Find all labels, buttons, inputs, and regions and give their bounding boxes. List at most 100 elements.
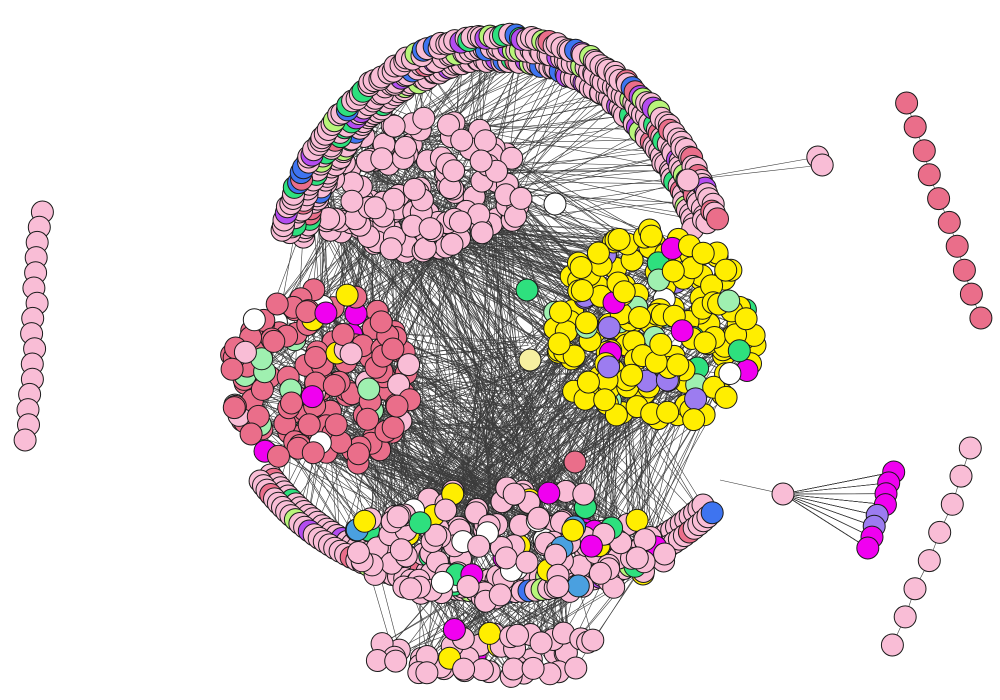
graph-edge (334, 385, 447, 504)
graph-node (912, 139, 936, 163)
graph-edge (782, 493, 868, 549)
graph-node (543, 192, 567, 216)
graph-edge (509, 83, 609, 194)
graph-node (501, 657, 525, 681)
graph-edge (260, 424, 369, 531)
graph-edge (356, 438, 509, 531)
graph-node (408, 511, 432, 535)
graph-node (397, 353, 421, 377)
graph-node (389, 538, 413, 562)
graph-node (546, 575, 570, 599)
graph-node (346, 541, 370, 564)
graph-edge (422, 250, 526, 448)
graph-node (386, 505, 410, 529)
graph-node (575, 311, 599, 335)
graph-edge (782, 482, 889, 495)
graph-node (544, 543, 568, 567)
graph-node (418, 217, 442, 241)
graph-node (340, 189, 364, 213)
graph-node (562, 344, 586, 368)
graph-node (324, 413, 348, 437)
graph-node (267, 444, 290, 468)
graph-node (895, 91, 919, 115)
node-layer (13, 22, 993, 688)
graph-node (412, 106, 436, 130)
graph-node (488, 583, 512, 607)
graph-node (304, 346, 328, 369)
graph-node (280, 391, 303, 415)
graph-node (537, 481, 561, 505)
graph-edge (782, 493, 878, 516)
graph-edge (427, 160, 495, 447)
graph-node (727, 339, 751, 363)
graph-node (561, 518, 585, 542)
graph-node (467, 534, 491, 558)
graph-node (569, 256, 593, 279)
graph-node (478, 621, 502, 645)
graph-edge (371, 228, 535, 428)
graph-node (415, 661, 439, 685)
graph-node (949, 464, 973, 488)
graph-edge (482, 412, 623, 447)
graph-node (442, 618, 466, 641)
graph-edge (328, 218, 505, 391)
graph-node (958, 436, 982, 460)
graph-edge (782, 493, 875, 527)
graph-node (314, 301, 338, 325)
graph-node (625, 508, 649, 532)
graph-node (297, 413, 321, 437)
graph-node (509, 186, 533, 210)
graph-edge (506, 205, 514, 452)
graph-node (734, 307, 758, 331)
graph-node (714, 258, 738, 282)
graph-edge (428, 389, 498, 500)
graph-node (385, 394, 409, 418)
graph-node (500, 146, 524, 170)
graph-node (515, 278, 539, 302)
graph-node (357, 377, 381, 401)
graph-node (940, 492, 964, 516)
graph-node (379, 237, 403, 261)
graph-edge (453, 59, 485, 171)
graph-node (339, 342, 363, 366)
graph-edge (395, 337, 520, 398)
graph-node (239, 422, 263, 446)
graph-node (262, 329, 286, 353)
graph-node (394, 135, 417, 159)
graph-edge (602, 334, 736, 532)
graph-node (903, 115, 927, 139)
graph-node (502, 482, 526, 506)
graph-node (220, 357, 244, 381)
graph-node (700, 501, 724, 525)
graph-edge (477, 351, 565, 458)
graph-node (903, 577, 927, 601)
graph-node (437, 113, 460, 137)
graph-node (810, 153, 834, 177)
graph-node (549, 300, 572, 324)
graph-node (717, 289, 741, 313)
graph-node (265, 292, 289, 316)
graph-node (628, 306, 652, 329)
graph-node (706, 207, 729, 231)
graph-node (581, 628, 605, 652)
graph-edge (481, 365, 530, 500)
graph-node (593, 388, 617, 412)
graph-node (402, 177, 426, 201)
graph-node (661, 259, 685, 283)
graph-node (242, 308, 266, 332)
graph-node (597, 355, 621, 379)
graph-node (506, 623, 529, 647)
graph-node (440, 232, 464, 256)
graph-node (356, 407, 380, 431)
graph-node (620, 363, 644, 387)
graph-node (322, 374, 346, 397)
graph-node (969, 306, 993, 330)
graph-node (399, 577, 423, 601)
graph-node (381, 415, 405, 439)
graph-edge (371, 228, 530, 435)
graph-node (448, 210, 472, 234)
graph-node (13, 428, 37, 452)
graph-node (547, 332, 571, 356)
graph-node (684, 387, 708, 411)
